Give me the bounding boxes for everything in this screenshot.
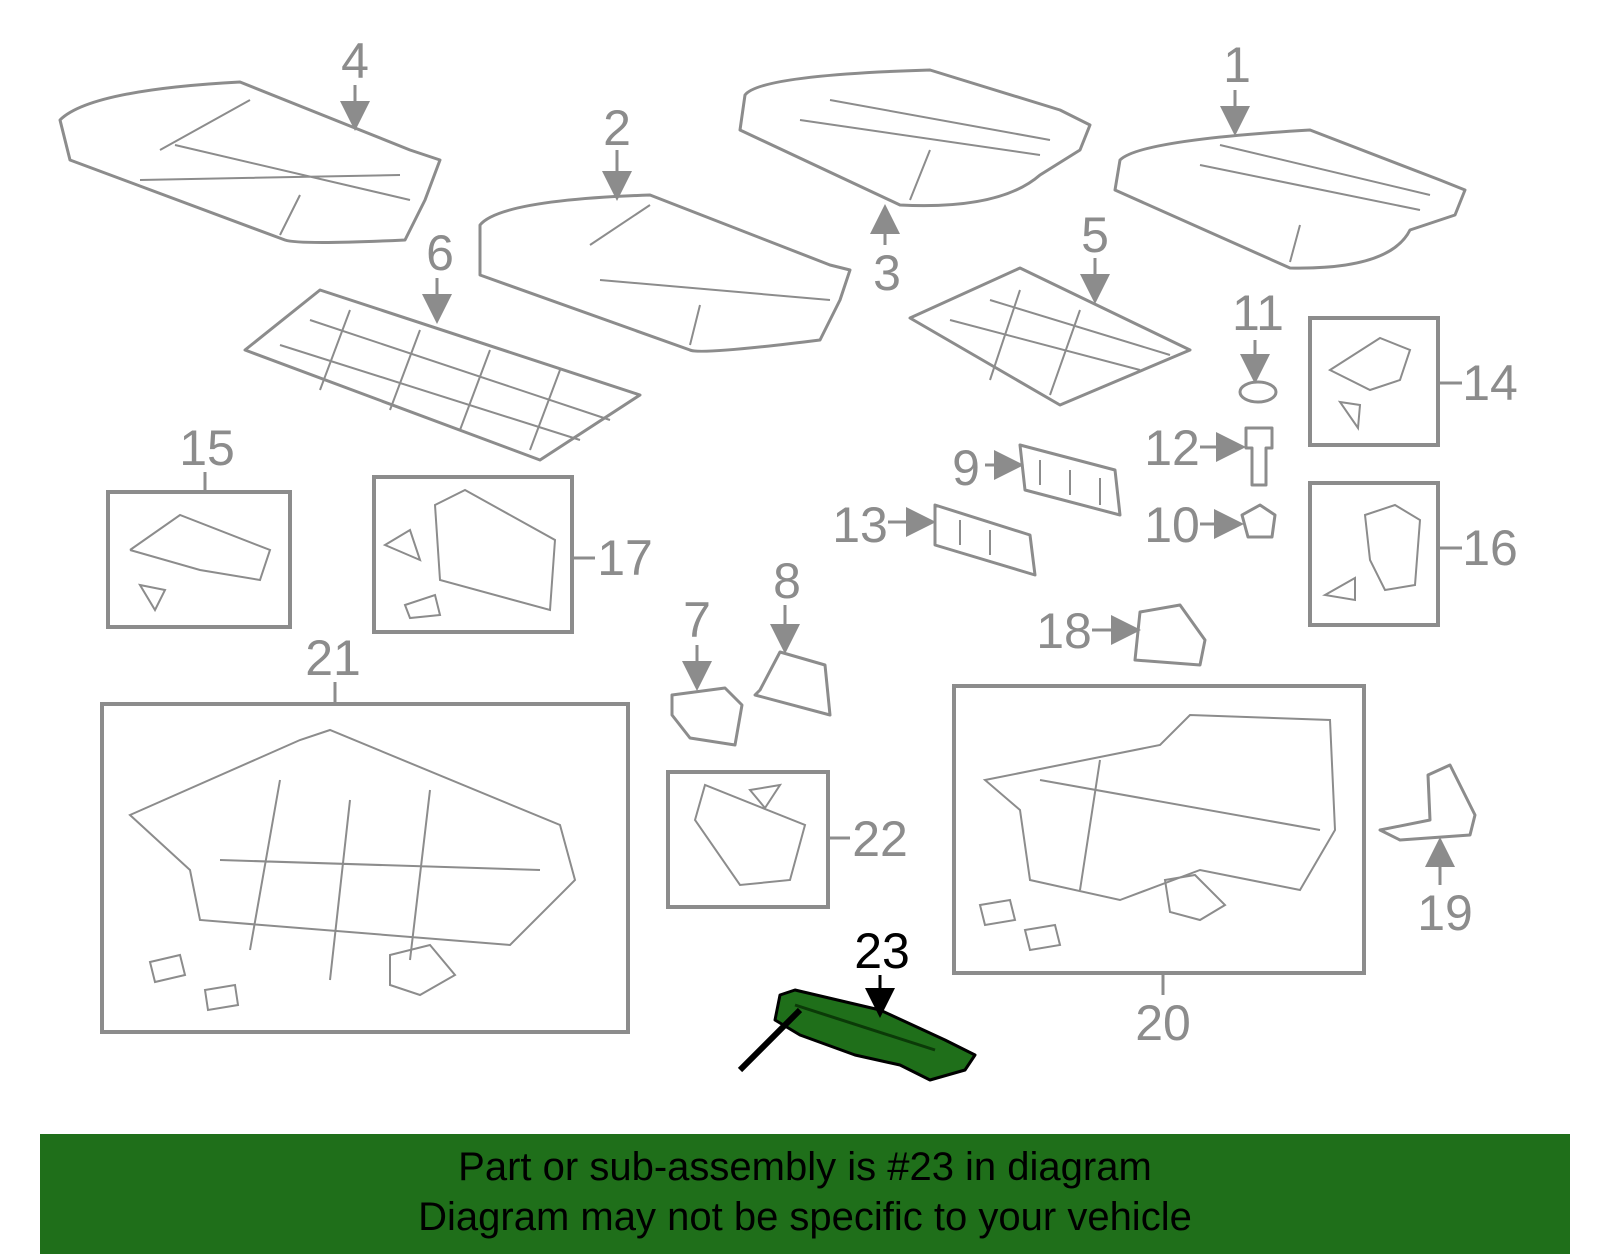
callout-label: 5 bbox=[1081, 207, 1109, 263]
callout-label: 6 bbox=[426, 225, 454, 281]
part-13-bracket bbox=[933, 503, 1037, 577]
part-1-seat-cushion bbox=[1113, 128, 1467, 270]
part-4-seat-cushion bbox=[58, 80, 442, 244]
part-9-bracket bbox=[1018, 443, 1122, 517]
callout-label: 22 bbox=[852, 811, 908, 867]
callout-label: 8 bbox=[773, 553, 801, 609]
callout-label: 14 bbox=[1462, 355, 1518, 411]
callout-label-highlighted: 23 bbox=[854, 923, 910, 979]
callout-label: 15 bbox=[179, 420, 235, 476]
callout-label: 10 bbox=[1144, 497, 1200, 553]
callout-label: 20 bbox=[1135, 995, 1191, 1051]
part-22-box bbox=[666, 770, 830, 909]
part-19-bracket bbox=[1378, 763, 1477, 842]
callout-label: 16 bbox=[1462, 520, 1518, 576]
callout-label: 12 bbox=[1144, 420, 1200, 476]
callout-label: 9 bbox=[952, 440, 980, 496]
part-6-seat-pad bbox=[243, 288, 642, 462]
part-11-clip bbox=[1238, 380, 1278, 404]
part-18-cover bbox=[1133, 603, 1207, 667]
part-5-seat-pad bbox=[908, 266, 1192, 407]
info-banner: Part or sub-assembly is #23 in diagram D… bbox=[40, 1134, 1570, 1254]
part-2-seat-cushion bbox=[478, 193, 852, 353]
leader-lines bbox=[203, 85, 1462, 1018]
part-16-box bbox=[1308, 481, 1440, 627]
part-8-cover bbox=[753, 650, 832, 717]
part-20-box bbox=[952, 684, 1366, 975]
callout-label: 7 bbox=[683, 592, 711, 648]
part-10-nut bbox=[1240, 503, 1277, 539]
callout-label: 13 bbox=[832, 497, 888, 553]
part-21-box bbox=[100, 702, 630, 1034]
callout-label: 1 bbox=[1223, 37, 1251, 93]
part-17-box bbox=[372, 475, 574, 634]
part-23-highlighted bbox=[737, 988, 977, 1082]
part-15-box bbox=[106, 490, 292, 629]
callout-label: 19 bbox=[1417, 885, 1473, 941]
callout-label: 11 bbox=[1232, 285, 1284, 341]
part-14-box bbox=[1308, 316, 1440, 447]
part-12-bolt bbox=[1244, 426, 1274, 487]
callout-label: 21 bbox=[305, 630, 361, 686]
banner-line-2: Diagram may not be specific to your vehi… bbox=[418, 1195, 1192, 1239]
banner-line-1: Part or sub-assembly is #23 in diagram bbox=[458, 1145, 1152, 1189]
part-7-cover bbox=[670, 686, 744, 747]
callout-label: 3 bbox=[873, 245, 901, 301]
part-3-seat-back bbox=[738, 68, 1092, 208]
callout-label: 4 bbox=[341, 33, 369, 89]
callout-label: 2 bbox=[603, 100, 631, 156]
callout-label: 17 bbox=[597, 530, 653, 586]
callout-label: 18 bbox=[1036, 603, 1092, 659]
